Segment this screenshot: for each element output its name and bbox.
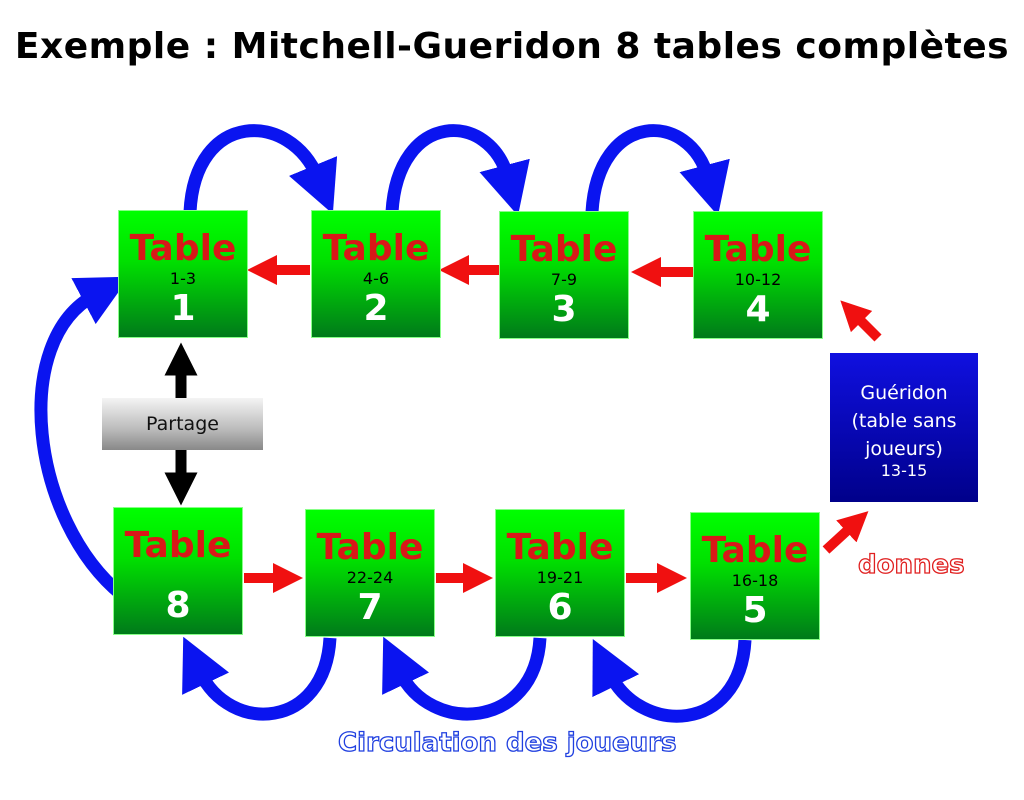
table-number: 1 bbox=[170, 288, 196, 329]
table-number: 6 bbox=[547, 587, 573, 628]
player-arrow-3-4 bbox=[585, 124, 730, 216]
table-label: Table bbox=[701, 530, 809, 571]
table-label: Table bbox=[316, 527, 424, 568]
player-arrow-5-6 bbox=[592, 639, 752, 723]
table-label: Table bbox=[510, 229, 618, 270]
table-number: 7 bbox=[357, 587, 383, 628]
player-arrow-7-8 bbox=[182, 636, 337, 721]
table-number: 4 bbox=[745, 289, 771, 330]
gueridon-desc-2: joueurs) bbox=[865, 438, 943, 460]
table-number: 2 bbox=[363, 288, 389, 329]
player-arrow-2-3 bbox=[385, 124, 530, 216]
table-label: Table bbox=[129, 228, 237, 269]
board-range: 16-18 bbox=[731, 571, 779, 590]
board-range: 10-12 bbox=[734, 270, 782, 289]
table-label: Table bbox=[704, 229, 812, 270]
circulation-label: Circulation des joueurs bbox=[337, 727, 677, 758]
gueridon-box: Guéridon (table sans joueurs) 13-15 bbox=[830, 353, 978, 502]
donnes-label: donnes bbox=[857, 549, 965, 580]
board-arrow-g-4 bbox=[840, 300, 882, 342]
player-arrow-6-7 bbox=[382, 636, 547, 721]
board-range: 7-9 bbox=[550, 270, 578, 289]
board-arrow-5-g bbox=[822, 511, 869, 554]
board-range: 1-3 bbox=[169, 269, 197, 288]
table-label: Table bbox=[124, 525, 232, 566]
diagram-title: Exemple : Mitchell-Gueridon 8 tables com… bbox=[14, 26, 1010, 67]
table-number: 3 bbox=[551, 289, 577, 330]
table-number: 8 bbox=[165, 585, 191, 626]
gueridon-label: Guéridon bbox=[860, 382, 948, 404]
table-label: Table bbox=[322, 228, 430, 269]
board-range: 4-6 bbox=[362, 269, 390, 288]
player-arrow-1-2 bbox=[183, 124, 338, 215]
board-range: 19-21 bbox=[536, 568, 584, 587]
table-8: Table 8 bbox=[113, 507, 243, 635]
board-range: 13-15 bbox=[880, 461, 928, 480]
table-label: Table bbox=[506, 527, 614, 568]
table-number: 5 bbox=[742, 590, 768, 631]
player-arrow-8-1 bbox=[34, 276, 130, 601]
gueridon-desc-1: (table sans bbox=[851, 410, 957, 432]
partage-box: Partage bbox=[102, 398, 263, 450]
board-range: 22-24 bbox=[346, 568, 394, 587]
